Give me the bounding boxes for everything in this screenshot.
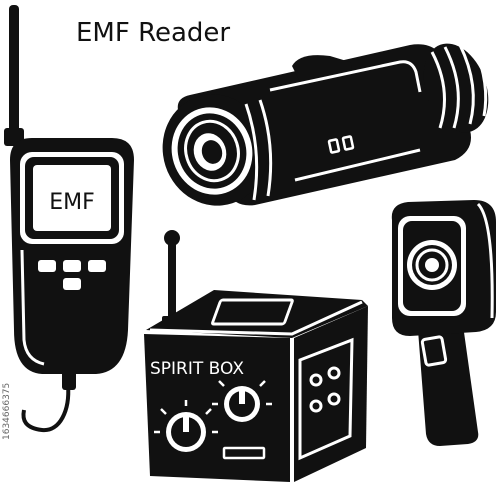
emf-meter-screen-label: EMF bbox=[49, 190, 95, 215]
page-title: EMF Reader bbox=[76, 18, 231, 48]
monocular-button-slot-1 bbox=[327, 138, 341, 154]
thermal-camera-trigger bbox=[420, 335, 448, 367]
spirit-box-front-face bbox=[144, 334, 290, 482]
spirit-box-top-panel bbox=[211, 298, 294, 326]
thermal-monocular-device bbox=[162, 43, 489, 206]
emf-meter-screen bbox=[33, 165, 111, 231]
watermark-id-text: 1634666375 bbox=[2, 382, 12, 440]
spirit-box-speaker-holes bbox=[309, 366, 341, 413]
emf-meter-device: EMF bbox=[4, 5, 134, 433]
spirit-box-slot bbox=[222, 446, 266, 460]
emf-meter-antenna bbox=[9, 5, 19, 140]
emf-meter-button-center bbox=[63, 260, 81, 272]
spirit-box-speaker-panel bbox=[298, 337, 354, 461]
spirit-box-label: SPIRIT BOX bbox=[150, 359, 244, 379]
monocular-ridge-line-lower bbox=[294, 148, 421, 182]
thermal-camera-device bbox=[391, 200, 496, 446]
spirit-box-antenna bbox=[168, 240, 176, 322]
monocular-eyepiece bbox=[423, 43, 489, 133]
thermal-camera-lens bbox=[425, 258, 439, 272]
emf-meter-button-left bbox=[38, 260, 56, 272]
emf-meter-cable bbox=[21, 384, 71, 433]
monocular-button-slot-2 bbox=[341, 135, 355, 151]
spirit-box-knob-right bbox=[212, 380, 272, 422]
spirit-box-knob-left bbox=[154, 400, 218, 452]
thermal-camera-handle bbox=[418, 318, 479, 446]
emf-meter-grip-line bbox=[20, 249, 45, 366]
emf-meter-button-lower bbox=[63, 278, 81, 290]
monocular-ridge-line bbox=[269, 60, 422, 93]
spirit-box-device: SPIRIT BOX bbox=[144, 230, 368, 482]
monocular-lens-barrel bbox=[162, 94, 268, 206]
emf-meter-button-right bbox=[88, 260, 106, 272]
